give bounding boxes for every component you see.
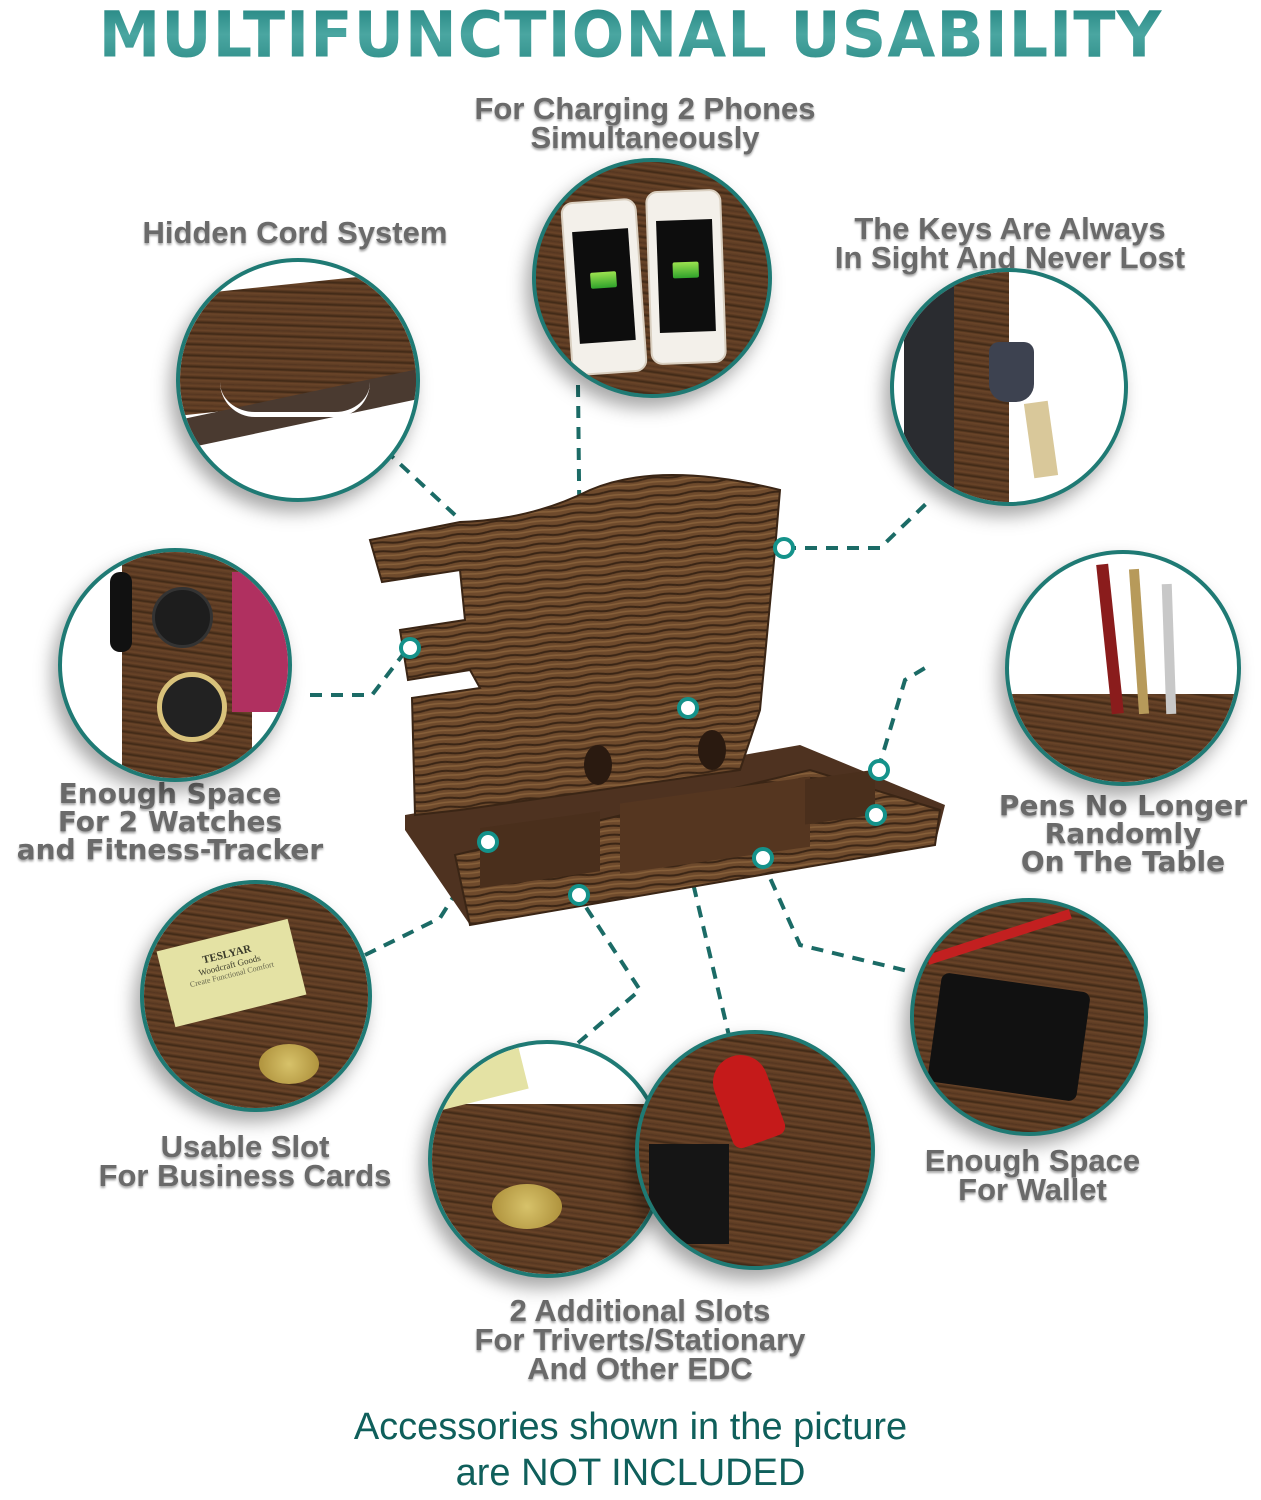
label-line: The Keys Are Always: [854, 211, 1166, 246]
marker-dot-pens: [868, 759, 890, 781]
phone: [644, 188, 728, 366]
label-line: In Sight And Never Lost: [834, 240, 1186, 275]
pen-icon: [1096, 563, 1124, 715]
leader-cards: [364, 840, 490, 957]
key-fob-icon: [989, 342, 1034, 402]
fitness-tracker-icon: [110, 572, 132, 652]
leader-pens: [876, 666, 927, 771]
label-line: Simultaneously: [530, 120, 760, 155]
label-line: For 2 Watches: [57, 805, 283, 838]
circle-keys: [890, 268, 1128, 506]
label-line: On The Table: [1020, 845, 1226, 878]
leader-wallet: [760, 859, 913, 974]
marker-dot-wallet: [752, 847, 774, 869]
disclaimer-line: Accessories shown in the picture: [353, 1406, 908, 1448]
cable: [220, 382, 370, 417]
organizer-backboard: [368, 474, 782, 817]
circle-slots-left: [428, 1040, 666, 1278]
label-line: 2 Additional Slots: [509, 1293, 771, 1328]
marker-dot-slots: [865, 804, 887, 826]
label-line: And Other EDC: [527, 1351, 753, 1386]
label-line: Randomly: [1044, 817, 1202, 850]
wallet-icon: [927, 972, 1091, 1102]
label-line: Pens No Longer: [998, 789, 1248, 822]
battery-icon: [590, 271, 618, 290]
label-line: For Triverts/Stationary: [474, 1322, 806, 1357]
phone-slot: [698, 730, 726, 770]
marker-dot-watches: [399, 637, 421, 659]
label-line: Enough Space: [58, 777, 282, 810]
wallet-icon: [649, 1144, 729, 1244]
page-title: MULTIFUNCTIONAL USABILITY: [0, 0, 1261, 72]
label-cards: Usable Slot For Business Cards: [70, 1129, 420, 1193]
circle-slots-right: [635, 1030, 875, 1270]
marker-dot-cards: [477, 831, 499, 853]
label-slots: 2 Additional Slots For Triverts/Stationa…: [430, 1293, 850, 1386]
circle-pens: [1005, 550, 1241, 786]
label-watches: Enough Space For 2 Watches and Fitness-T…: [0, 780, 340, 864]
tray-compartment: [805, 769, 875, 825]
battery-icon: [672, 261, 700, 279]
label-line: For Charging 2 Phones: [474, 91, 816, 126]
label-line: and Fitness-Tracker: [16, 833, 324, 866]
label-keys: The Keys Are Always In Sight And Never L…: [790, 211, 1230, 275]
watch-icon: [157, 672, 227, 742]
leader-keys: [784, 498, 932, 550]
label-cord: Hidden Cord System: [110, 215, 480, 250]
disclaimer: Accessories shown in the picture are NOT…: [0, 1404, 1261, 1496]
disclaimer-line: are NOT INCLUDED: [455, 1452, 806, 1494]
coins: [259, 1044, 319, 1084]
leader-slots-left: [576, 893, 643, 1045]
label-line: For Wallet: [958, 1172, 1107, 1207]
pen-icon: [1128, 568, 1150, 715]
label-line: Hidden Cord System: [142, 215, 448, 250]
phone-slot: [584, 745, 612, 785]
marker-dot-keys: [773, 537, 795, 559]
label-line: Usable Slot: [160, 1129, 330, 1164]
circle-charging: [532, 158, 772, 398]
circle-cards: TESLYAR Woodcraft Goods Create Functiona…: [140, 880, 372, 1112]
key-blade: [1023, 400, 1059, 479]
circle-wallet: [910, 898, 1148, 1136]
tray-compartment: [480, 811, 600, 889]
marker-dot-charging: [677, 697, 699, 719]
label-line: For Business Cards: [98, 1158, 392, 1193]
label-pens: Pens No Longer Randomly On The Table: [985, 792, 1261, 876]
label-wallet: Enough Space For Wallet: [895, 1143, 1170, 1207]
circle-cord: [176, 258, 420, 502]
watch-icon: [152, 587, 213, 648]
coins: [492, 1184, 562, 1229]
organizer-image: [368, 474, 945, 927]
label-line: Enough Space: [924, 1143, 1141, 1178]
phone: [560, 197, 648, 377]
leader-cord: [383, 448, 457, 517]
circle-watches: [58, 548, 292, 782]
label-charging: For Charging 2 Phones Simultaneously: [430, 91, 860, 155]
marker-dot-slots-left: [568, 884, 590, 906]
